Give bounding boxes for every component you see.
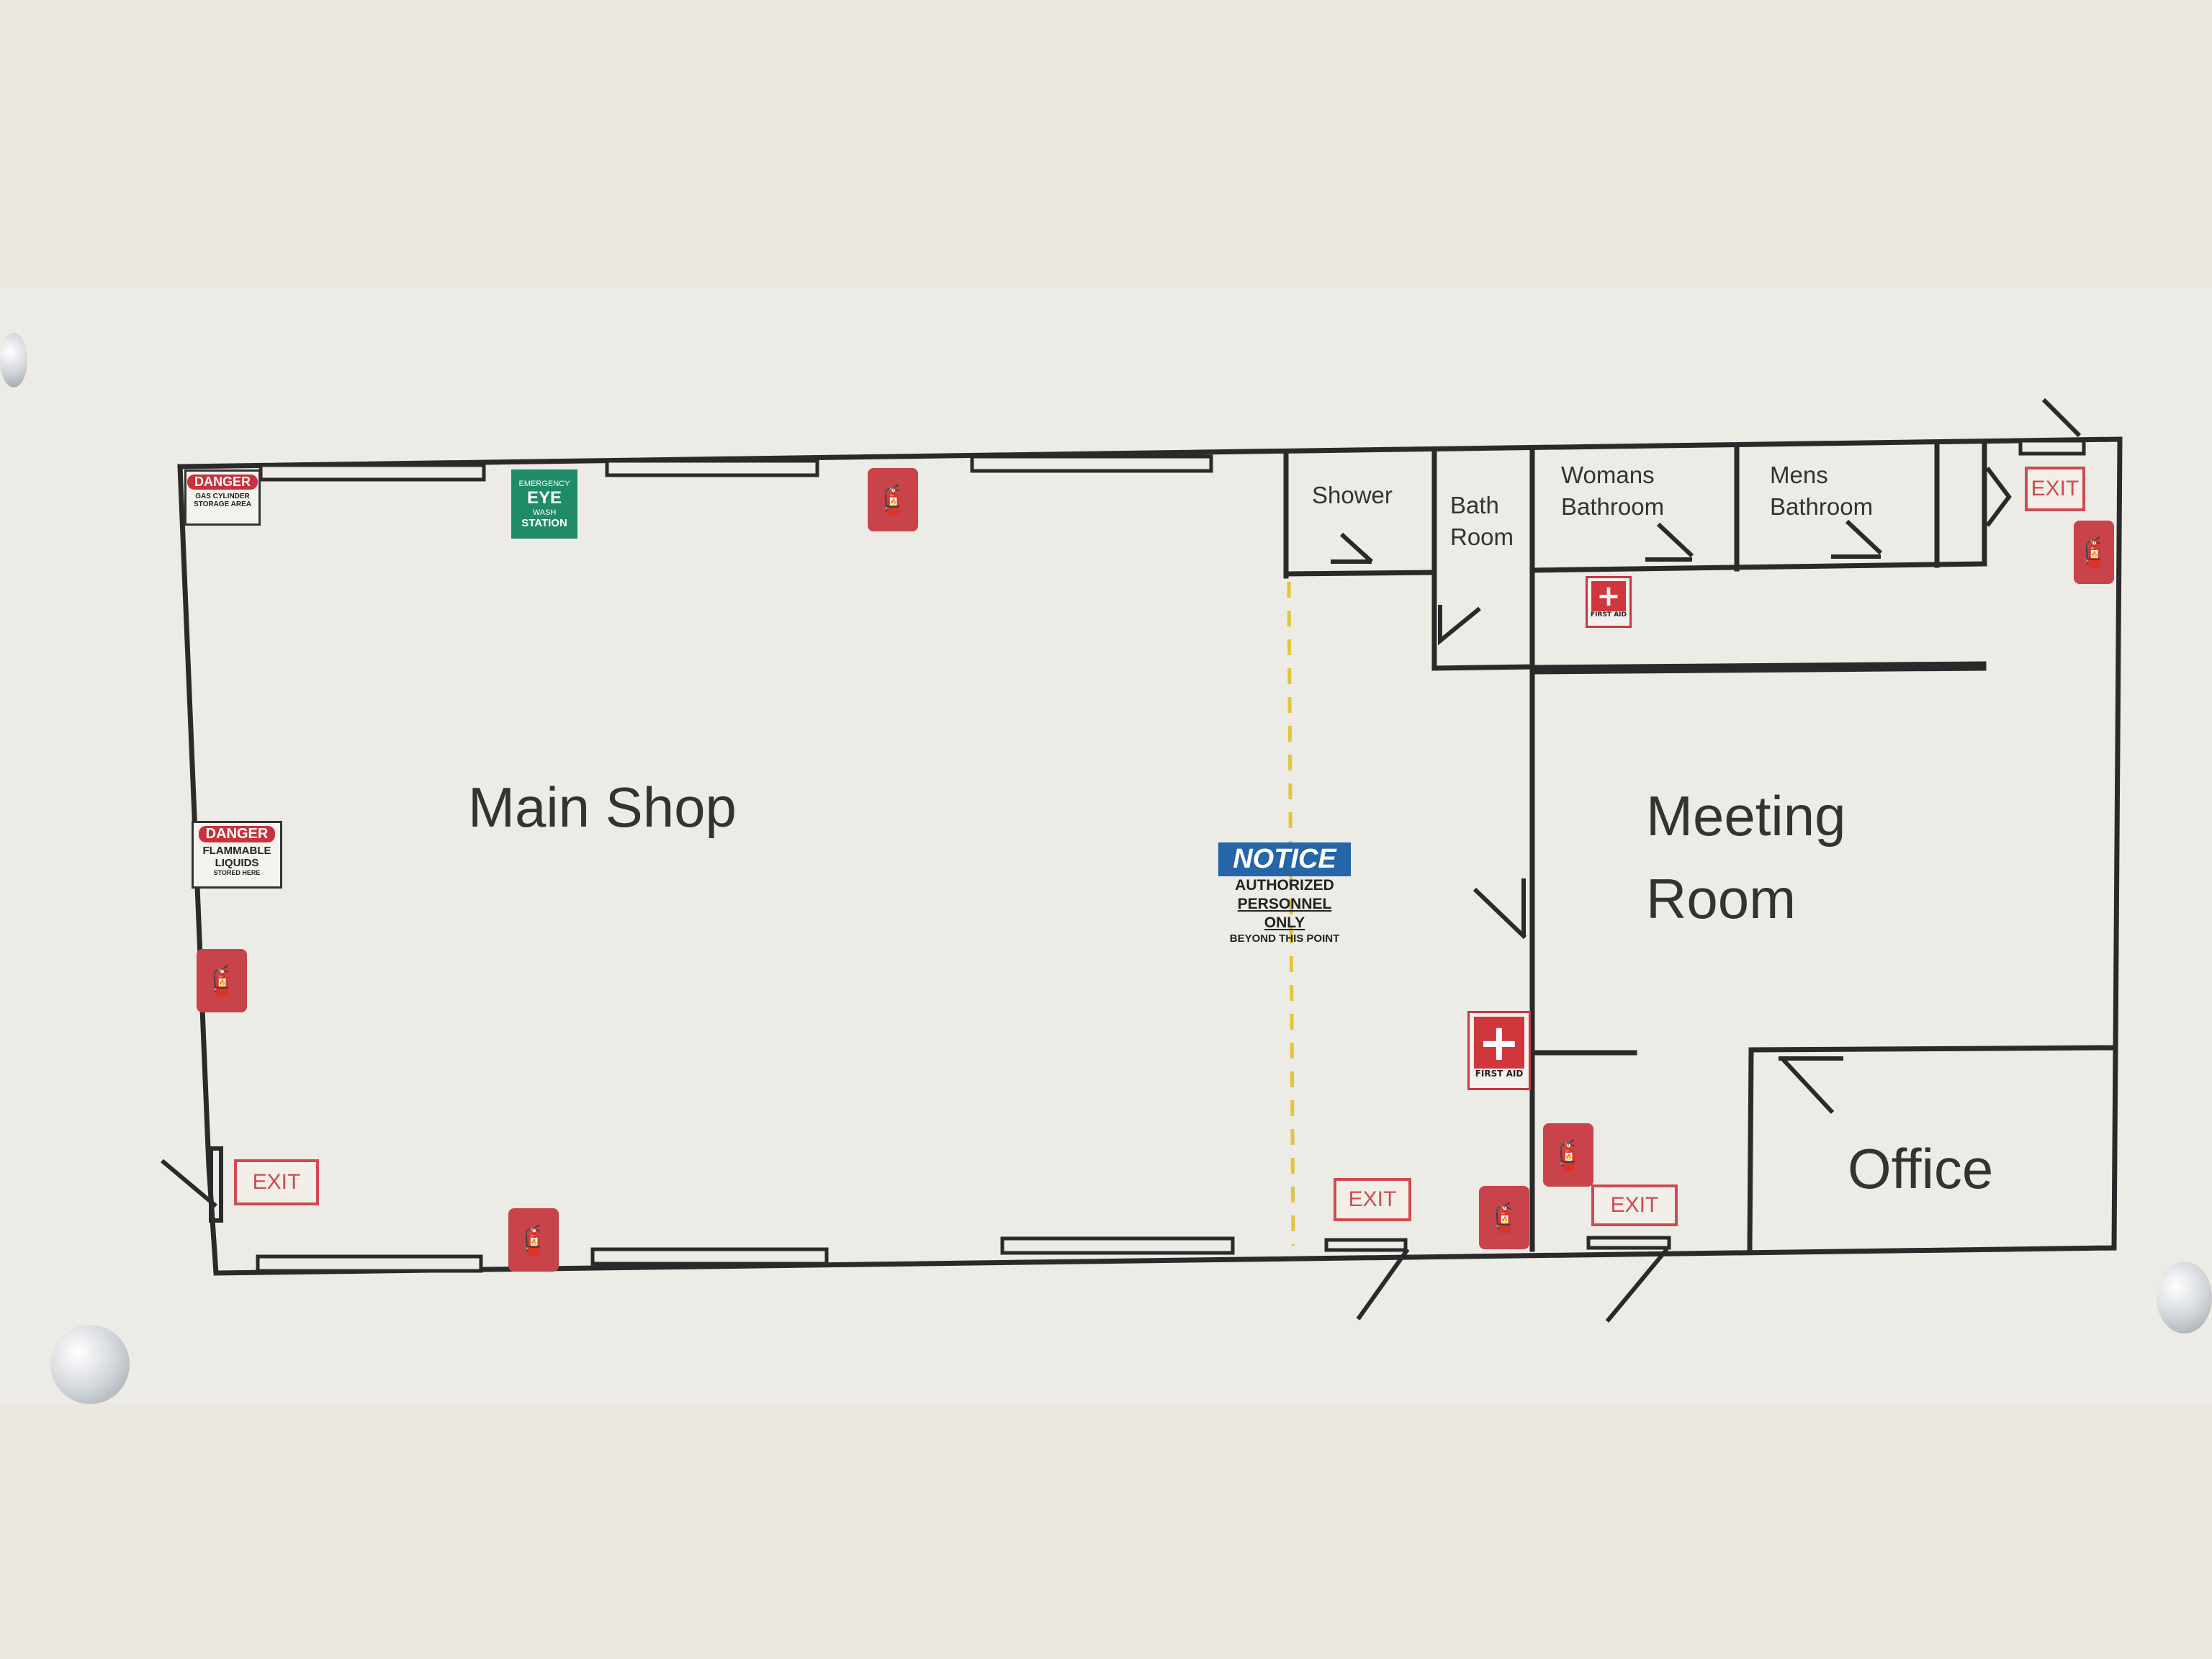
push-pin-icon [50, 1325, 130, 1404]
room-label-mens-line1: Mens [1770, 462, 1828, 488]
danger-sign-gas-cylinder: DANGER GAS CYLINDER STORAGE AREA [184, 469, 261, 526]
room-label-mens-line2: Bathroom [1770, 493, 1874, 520]
danger-header: DANGER [198, 826, 276, 842]
first-aid-label: FIRST AID [1591, 611, 1627, 619]
room-label-bath-line1: Bath [1450, 492, 1499, 518]
danger-line2: LIQUIDS [215, 857, 259, 869]
eye-wash-line4: STATION [521, 516, 567, 529]
first-aid-sign-corridor: + FIRST AID [1467, 1011, 1531, 1090]
notice-line2: PERSONNEL ONLY [1237, 896, 1332, 931]
room-label-womans-line2: Bathroom [1561, 493, 1665, 520]
room-label-shower: Shower [1312, 482, 1393, 508]
room-label-meeting-line1: Meeting [1646, 784, 1846, 848]
first-aid-cross-icon: + [1591, 580, 1626, 613]
room-label-main-shop: Main Shop [468, 775, 737, 839]
fire-extinguisher-icon: 🧯 [197, 949, 247, 1012]
first-aid-cross-icon: + [1474, 1013, 1524, 1072]
room-label-bath-line2: Room [1450, 523, 1514, 550]
push-pin-icon [2157, 1262, 2212, 1334]
fire-extinguisher-icon: 🧯 [508, 1208, 559, 1272]
exit-sign-meeting: EXIT [1591, 1184, 1678, 1226]
danger-line3: STORED HERE [213, 869, 261, 876]
first-aid-label: FIRST AID [1475, 1069, 1524, 1079]
danger-header: DANGER [186, 475, 258, 490]
push-pin-icon [0, 333, 27, 387]
fire-extinguisher-icon: 🧯 [868, 468, 918, 531]
notice-sign-authorized: NOTICE AUTHORIZED PERSONNEL ONLY BEYOND … [1218, 842, 1351, 945]
notice-header: NOTICE [1218, 842, 1351, 876]
eye-wash-line2: EYE [526, 487, 562, 508]
fire-extinguisher-icon: 🧯 [1543, 1123, 1593, 1187]
danger-line1: FLAMMABLE [202, 845, 271, 857]
eye-wash-station-sign: EMERGENCY EYE WASH STATION [511, 469, 577, 539]
room-label-office: Office [1848, 1137, 1994, 1200]
exit-sign-corner: EXIT [2025, 467, 2085, 511]
room-label-meeting-line2: Room [1646, 867, 1797, 930]
exit-sign-main-shop: EXIT [234, 1159, 319, 1205]
room-label-womans-line1: Womans [1561, 462, 1655, 488]
eye-wash-line3: WASH [532, 508, 557, 517]
fire-extinguisher-icon: 🧯 [1479, 1186, 1529, 1249]
first-aid-sign-hallway: + FIRST AID [1586, 576, 1632, 628]
eye-wash-line1: EMERGENCY [518, 479, 570, 488]
danger-line2: STORAGE AREA [193, 500, 251, 508]
notice-line3: BEYOND THIS POINT [1229, 932, 1340, 945]
exit-sign-back-area: EXIT [1334, 1178, 1411, 1221]
fire-extinguisher-icon: 🧯 [2074, 521, 2114, 584]
notice-line1: AUTHORIZED [1235, 877, 1334, 894]
danger-line1: GAS CYLINDER [195, 493, 250, 500]
danger-sign-flammable-liquids: DANGER FLAMMABLE LIQUIDS STORED HERE [192, 821, 282, 889]
